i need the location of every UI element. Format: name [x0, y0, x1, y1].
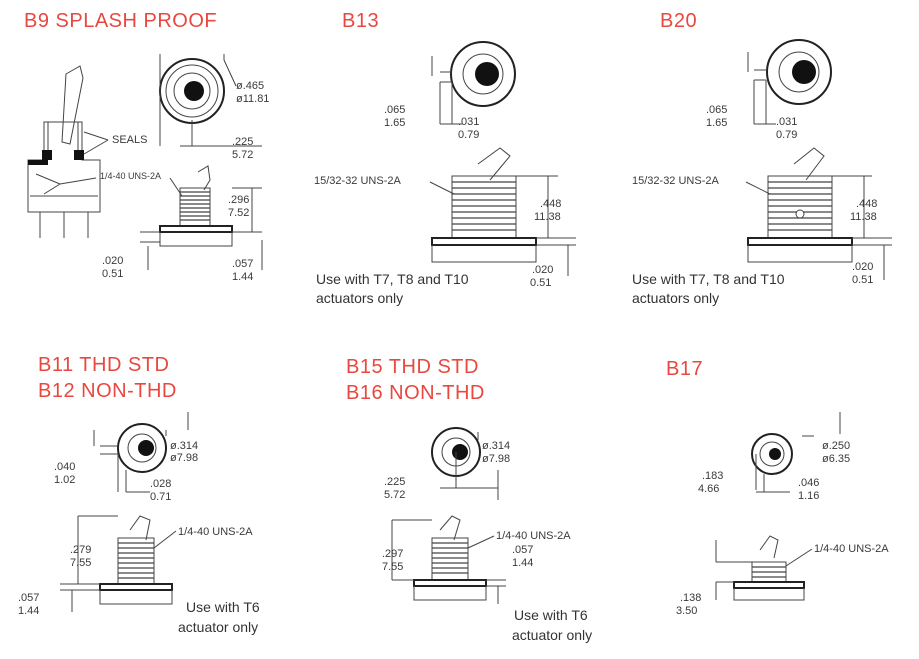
b9-switch-cutaway	[27, 65, 109, 238]
b11-h-in: .279	[70, 544, 92, 556]
b13-a-mm: 1.65	[384, 117, 406, 129]
b17-b-mm: 1.16	[798, 490, 820, 502]
b17-side-view	[715, 535, 805, 601]
b11-top-view	[93, 412, 189, 493]
b13-note-line2: actuators only	[316, 290, 404, 306]
b13-thread-label: 15/32-32 UNS-2A	[314, 175, 401, 187]
b9-offset-mm: 5.72	[232, 149, 254, 161]
b15-thread-label: 1/4-40 UNS-2A	[496, 530, 571, 542]
b11-h-mm: 7.55	[70, 557, 92, 569]
b20-h-in: .448	[856, 198, 878, 210]
b15-note-line2: actuator only	[512, 627, 593, 643]
b11-title: B11 THD STD	[38, 354, 170, 376]
b15-h-in: .297	[382, 548, 404, 560]
b9-title: B9 SPLASH PROOF	[24, 10, 218, 32]
b9-flange-in: .057	[232, 258, 254, 270]
b20-a-mm: 1.65	[706, 117, 728, 129]
b13-h-mm: 11.38	[534, 211, 561, 223]
b11-b-in: .028	[150, 478, 172, 490]
b9-dia-mm: ø11.81	[236, 93, 270, 105]
b11-base-mm: 1.44	[18, 605, 40, 617]
b9-base-in: .020	[102, 255, 124, 267]
b15-a-mm: 5.72	[384, 489, 406, 501]
b9-offset-in: .225	[232, 136, 254, 148]
b20-title: B20	[660, 10, 698, 32]
b13-note-line1: Use with T7, T8 and T10	[316, 271, 469, 287]
b9-base-mm: 0.51	[102, 268, 124, 280]
b15-title: B15 THD STD	[346, 356, 479, 378]
b20-h-mm: 11.38	[850, 211, 877, 223]
b20-side-view	[747, 147, 892, 280]
b13-b-in: .031	[458, 116, 480, 128]
b9-height-in: .296	[228, 194, 250, 206]
b9-thread-label: 1/4-40 UNS-2A	[100, 171, 162, 181]
b15-dia-in: ø.314	[482, 440, 511, 452]
b20-note-line1: Use with T7, T8 and T10	[632, 271, 785, 287]
b9-height-mm: 7.52	[228, 207, 250, 219]
b11-note-line2: actuator only	[178, 619, 259, 635]
b15-top-view	[431, 427, 499, 500]
thread-leaders	[153, 177, 813, 567]
b13-title: B13	[342, 10, 380, 32]
b17-b-in: .046	[798, 477, 820, 489]
b13-base-in: .020	[532, 264, 554, 276]
b20-base-mm: 0.51	[852, 274, 874, 286]
b15-side-view	[391, 515, 506, 604]
b17-a-mm: 4.66	[698, 483, 720, 495]
b13-side-view	[431, 147, 576, 276]
b15-dia-mm: ø7.98	[482, 453, 511, 465]
b15-a-in: .225	[384, 476, 406, 488]
b13-h-in: .448	[540, 198, 562, 210]
b9-seals-label: SEALS	[112, 134, 148, 146]
b13-a-in: .065	[384, 104, 406, 116]
b20-a-in: .065	[706, 104, 728, 116]
b11-a-mm: 1.02	[54, 474, 76, 486]
b15-flange-in: .057	[512, 544, 534, 556]
b13-base-mm: 0.51	[530, 277, 552, 289]
b11-note-line1: Use with T6	[186, 599, 260, 615]
b17-top-view	[751, 412, 841, 493]
b15-note-line1: Use with T6	[514, 607, 588, 623]
b13-b-mm: 0.79	[458, 129, 480, 141]
b17-thread-label: 1/4-40 UNS-2A	[814, 543, 889, 555]
b15-flange-mm: 1.44	[512, 557, 534, 569]
b20-b-mm: 0.79	[776, 129, 798, 141]
b9-dia-in: ø.465	[236, 80, 265, 92]
b20-note-line2: actuators only	[632, 290, 720, 306]
b11-thread-label: 1/4-40 UNS-2A	[178, 526, 253, 538]
b20-thread-label: 15/32-32 UNS-2A	[632, 175, 719, 187]
b12-title: B12 NON-THD	[38, 380, 177, 402]
b11-base-in: .057	[18, 592, 40, 604]
b11-a-in: .040	[54, 461, 76, 473]
b17-h-in: .138	[680, 592, 702, 604]
b20-base-in: .020	[852, 261, 874, 273]
b11-dia-in: ø.314	[170, 440, 199, 452]
b15-h-mm: 7.55	[382, 561, 404, 573]
b17-h-mm: 3.50	[676, 605, 698, 617]
b17-dia-mm: ø6.35	[822, 453, 851, 465]
b11-dia-mm: ø7.98	[170, 452, 199, 464]
b20-top-view	[747, 39, 832, 125]
b11-b-mm: 0.71	[150, 491, 172, 503]
b9-side-view	[140, 165, 263, 270]
b17-dia-in: ø.250	[822, 440, 851, 452]
b13-top-view	[431, 41, 516, 125]
b17-title: B17	[666, 358, 704, 380]
b9-top-view	[159, 54, 262, 147]
b20-b-in: .031	[776, 116, 798, 128]
b16-title: B16 NON-THD	[346, 382, 485, 404]
b9-flange-mm: 1.44	[232, 271, 254, 283]
b17-a-in: .183	[702, 470, 724, 482]
b11-side-view	[60, 515, 173, 612]
